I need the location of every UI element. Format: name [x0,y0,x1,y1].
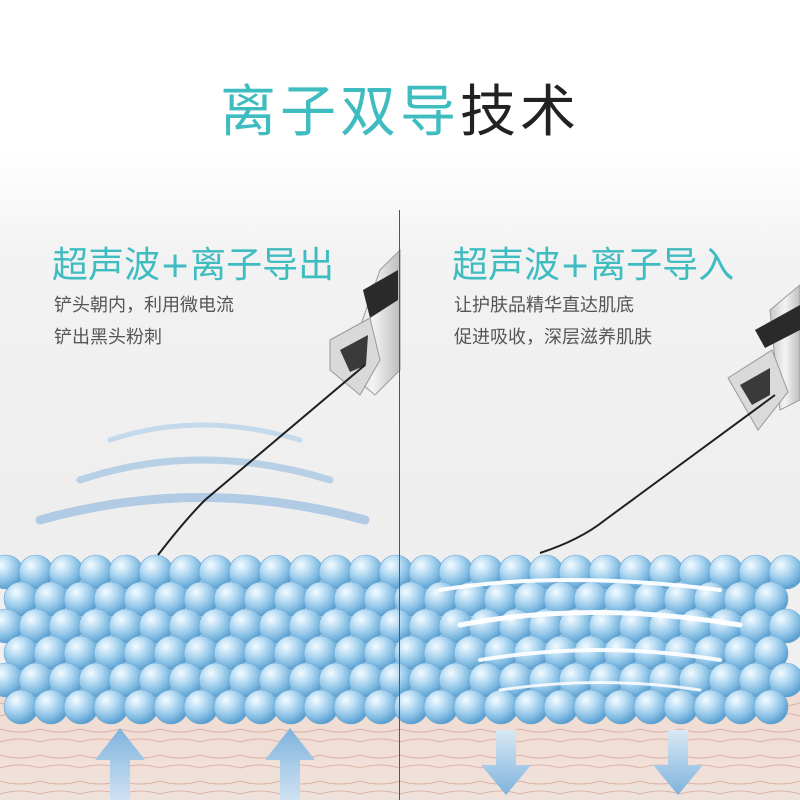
bubble [333,689,369,725]
right-panel-heading: 超声波+离子导入 [452,245,735,286]
bubble [663,689,699,725]
bubble [753,689,789,725]
bubble [123,689,159,725]
bubble [768,554,800,590]
bubble [543,689,579,725]
skin-texture-line [0,780,800,785]
page-title: 离子双导技术 [0,78,800,148]
bubble [483,689,519,725]
left-panel-heading: 超声波+离子导出 [52,245,335,286]
center-divider [399,210,400,800]
arrow-up-icon [95,728,315,800]
skin-texture-line [0,790,800,795]
left-panel-line: 铲出黑头粉刺 [54,327,162,348]
right-panel-description: 让护肤品精华直达肌底 促进吸收，深层滋养肌肤 [454,290,652,354]
bubble [453,689,489,725]
bubble [633,689,669,725]
bubble [723,689,759,725]
right-panel-line: 促进吸收，深层滋养肌肤 [454,327,652,348]
absorption-flow-icon [438,578,743,692]
bubble [243,689,279,725]
bubble [363,689,399,725]
left-panel-description: 铲头朝内，利用微电流 铲出黑头粉刺 [54,290,234,354]
ultrasonic-spatula-icon [539,284,800,554]
ultrasonic-wave-icon [35,422,370,525]
skin-texture-line [0,738,800,743]
bubble [93,689,129,725]
bubble [693,689,729,725]
page-title-accent: 离子双导 [220,80,460,145]
bubble [3,689,39,725]
skin-texture-line [0,728,800,733]
bubble [753,581,789,617]
bubble [423,689,459,725]
bubble [33,689,69,725]
right-panel-line: 让护肤品精华直达肌底 [454,295,634,316]
bubble [183,689,219,725]
bubble [753,635,789,671]
bubble [573,689,609,725]
left-panel-line: 铲头朝内，利用微电流 [54,295,234,316]
bubble [63,689,99,725]
ultrasonic-spatula-icon [157,248,401,556]
arrow-down-icon [481,730,703,795]
bubble [303,689,339,725]
page-title-dark: 技术 [460,80,580,145]
bubble [513,689,549,725]
bubble [213,689,249,725]
bubble [273,689,309,725]
bubble [153,689,189,725]
bubble [768,662,800,698]
bubble [603,689,639,725]
bubble [768,608,800,644]
bubble-layer [0,554,800,725]
